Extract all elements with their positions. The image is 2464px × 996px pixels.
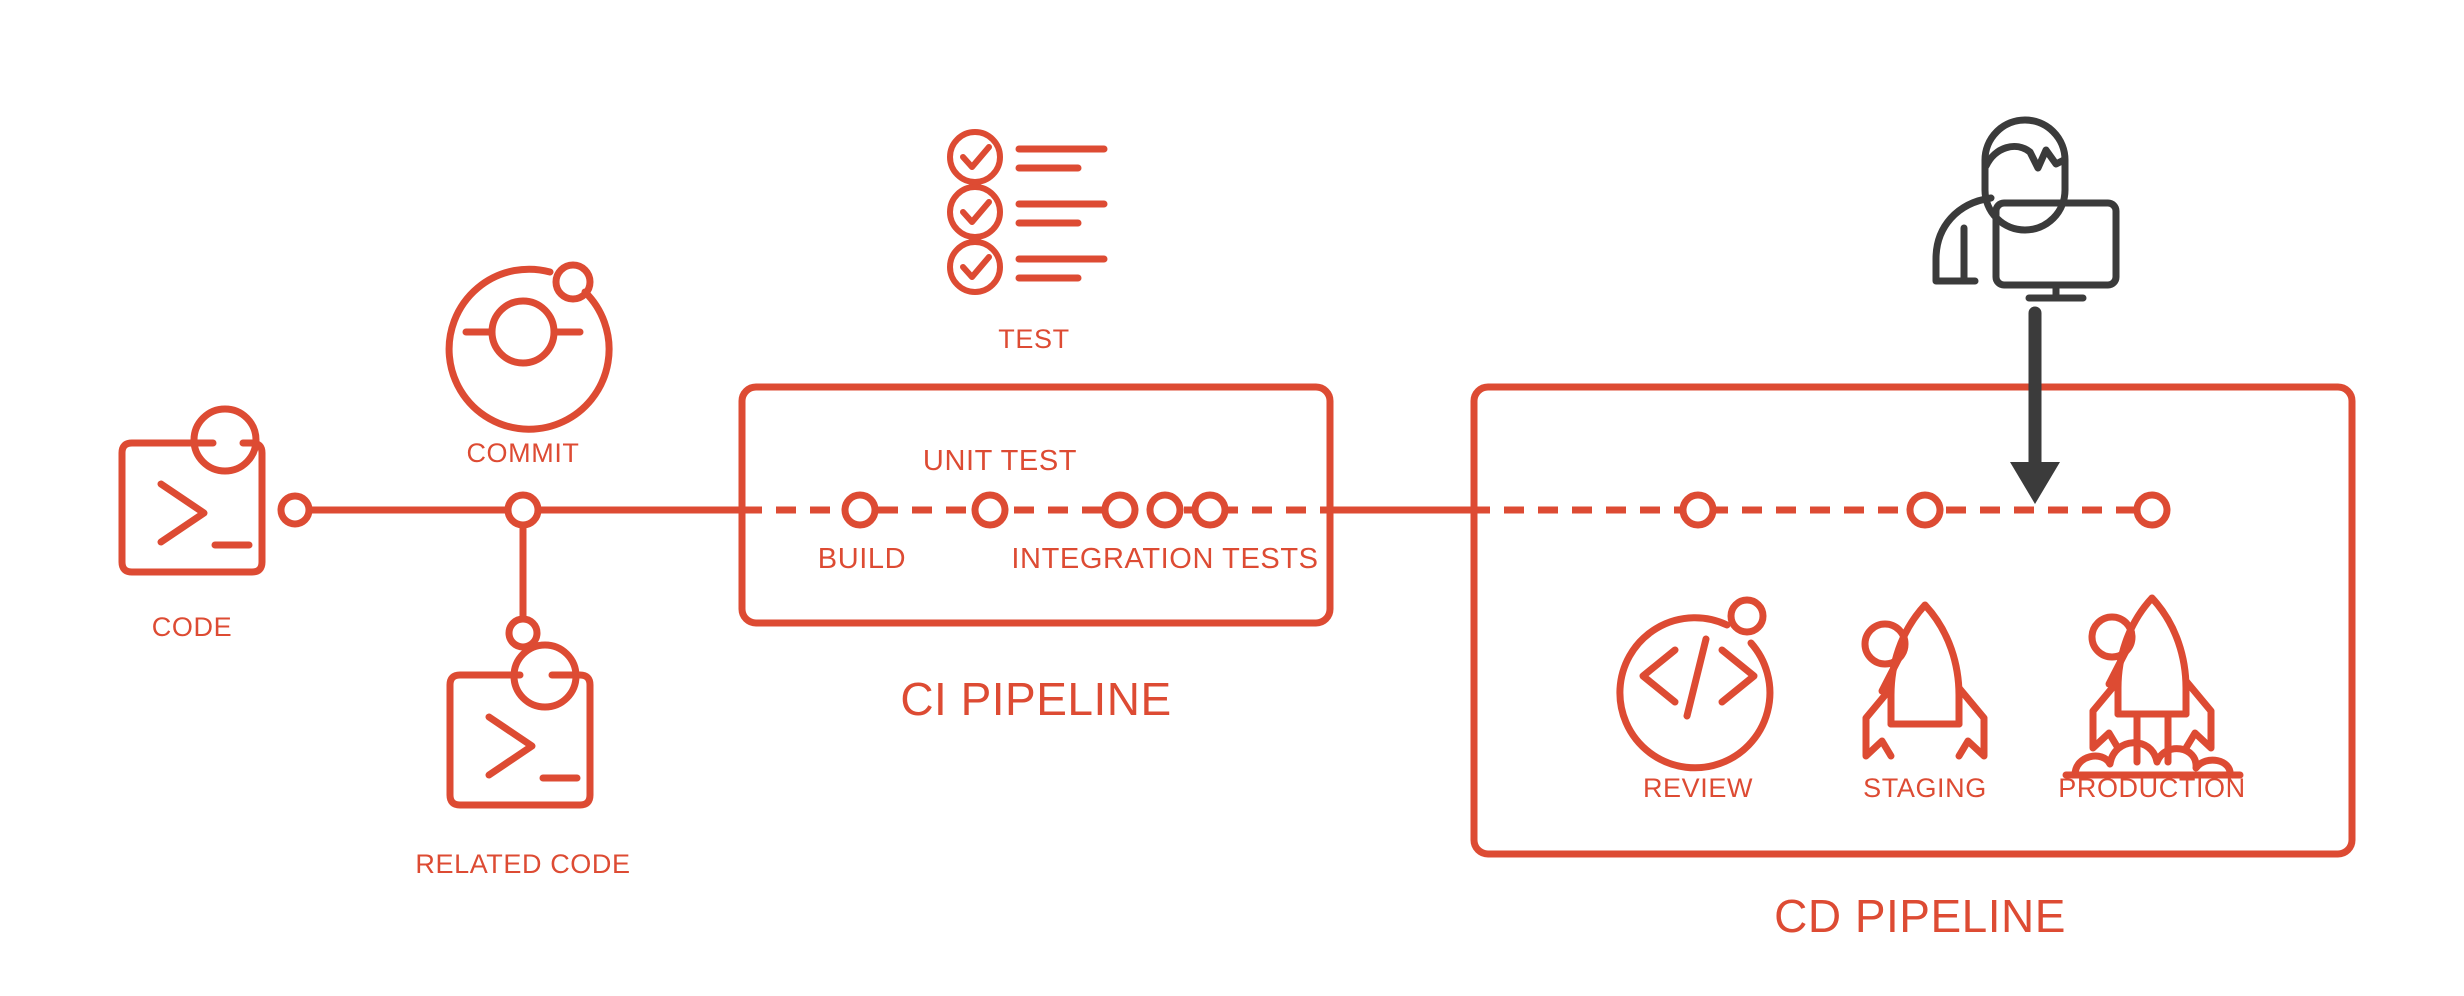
rocket-launching-icon <box>2062 594 2244 779</box>
ci-node-label-unit-test: UNIT TEST <box>923 445 1077 477</box>
ci-node-label-integration-tests: INTEGRATION TESTS <box>1011 543 1318 575</box>
test-stage[interactable]: TEST <box>947 129 1108 354</box>
checklist-icon <box>947 129 1108 295</box>
rocket-grounded-icon <box>1861 601 1988 760</box>
ci-node-build[interactable] <box>841 491 879 529</box>
ci-node-integration-3[interactable] <box>1191 491 1229 529</box>
cd-node-staging[interactable] <box>1906 491 1944 529</box>
cd-node-label-review: REVIEW <box>1643 773 1753 803</box>
test-label: TEST <box>998 324 1069 354</box>
ci-node-unit-test[interactable] <box>971 491 1009 529</box>
rail-node-start[interactable] <box>277 492 313 528</box>
cd-pipeline-box <box>1470 383 2356 858</box>
code-stage[interactable]: CODE <box>118 405 266 642</box>
commit-branch <box>505 520 541 651</box>
ci-node-label-build: BUILD <box>818 543 906 575</box>
person-at-computer-icon <box>1932 116 2120 302</box>
cd-node-label-production: PRODUCTION <box>2058 773 2246 803</box>
ci-pipeline-title: CI PIPELINE <box>900 673 1171 725</box>
cd-pipeline-title: CD PIPELINE <box>1774 890 2066 942</box>
cd-pipeline-group[interactable]: REVIEW STAGING PRODUCTION CD PIPELIN <box>1470 383 2356 942</box>
code-label: CODE <box>152 612 232 642</box>
terminal-code-icon <box>118 405 266 576</box>
commit-label: COMMIT <box>466 438 579 468</box>
cd-node-production[interactable] <box>2133 491 2171 529</box>
git-commit-icon <box>445 261 613 433</box>
cd-node-review[interactable] <box>1679 491 1717 529</box>
ci-pipeline-box <box>738 383 1334 627</box>
down-arrow-icon <box>2010 306 2060 504</box>
branch-end-node[interactable] <box>505 615 541 651</box>
cd-node-label-staging: STAGING <box>1863 773 1987 803</box>
ci-node-integration-1[interactable] <box>1101 491 1139 529</box>
ci-node-integration-2[interactable] <box>1146 491 1184 529</box>
related-code-stage[interactable]: RELATED CODE <box>415 641 630 879</box>
terminal-code-icon <box>446 641 594 809</box>
operator-group[interactable] <box>1932 116 2120 504</box>
commit-stage[interactable]: COMMIT <box>445 261 613 468</box>
code-brackets-circle-icon <box>1616 596 1774 772</box>
rail-node-commit[interactable] <box>504 491 542 529</box>
ci-pipeline-group[interactable]: UNIT TEST BUILD INTEGRATION TESTS CI PIP… <box>738 383 1334 725</box>
related-code-label: RELATED CODE <box>415 849 630 879</box>
